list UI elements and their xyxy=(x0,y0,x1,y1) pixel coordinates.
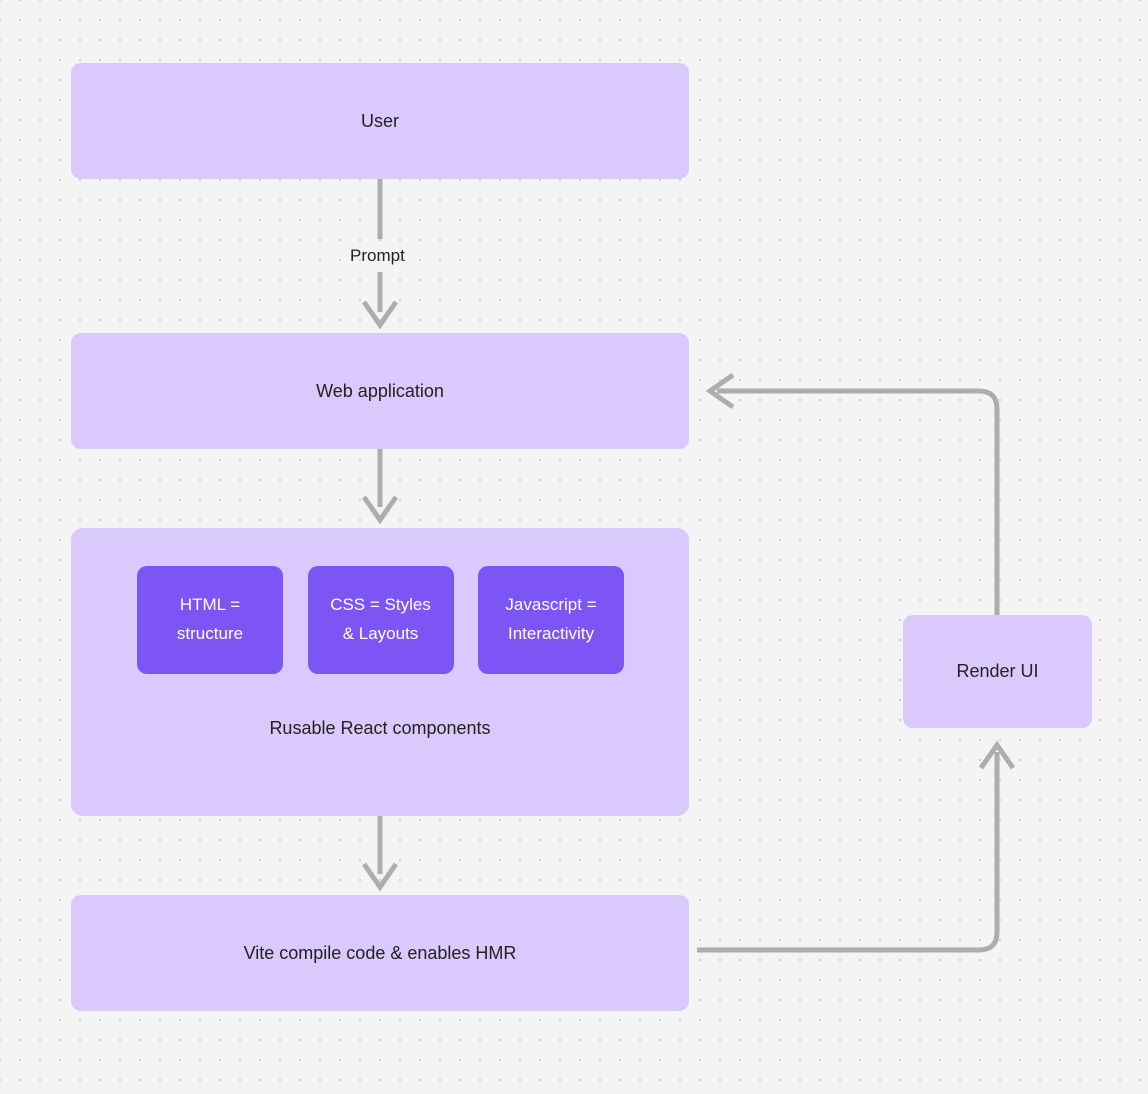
node-reusable-components[interactable]: HTML = structure CSS = Styles & Layouts … xyxy=(71,528,689,816)
edge-render-to-webapp[interactable] xyxy=(705,372,1000,615)
chip-css-line2: & Layouts xyxy=(342,624,419,643)
node-web-application[interactable]: Web application xyxy=(71,333,689,449)
edge-webapp-to-components[interactable] xyxy=(361,449,399,525)
chip-css-label: CSS = Styles & Layouts xyxy=(330,591,431,649)
chip-html-label: HTML = structure xyxy=(177,591,243,649)
edge-vite-to-render[interactable] xyxy=(697,740,1016,953)
edge-label-prompt: Prompt xyxy=(350,246,405,265)
node-web-application-label: Web application xyxy=(316,380,444,401)
chip-javascript[interactable]: Javascript = Interactivity xyxy=(478,566,624,674)
edge-components-to-vite[interactable] xyxy=(361,816,399,892)
node-vite-label: Vite compile code & enables HMR xyxy=(243,942,517,963)
chip-javascript-label: Javascript = Interactivity xyxy=(505,591,596,649)
node-user-label: User xyxy=(360,110,399,131)
chip-css-line1: CSS = Styles xyxy=(330,595,431,615)
node-vite[interactable]: Vite compile code & enables HMR xyxy=(71,895,689,1011)
chip-html-line2: structure xyxy=(176,624,244,643)
chip-javascript-line1: Javascript = xyxy=(505,595,597,615)
chip-html[interactable]: HTML = structure xyxy=(137,566,283,674)
node-render-ui[interactable]: Render UI xyxy=(903,615,1092,728)
chip-row: HTML = structure CSS = Styles & Layouts … xyxy=(137,566,624,674)
node-reusable-components-caption: Rusable React components xyxy=(269,718,491,738)
node-render-ui-label: Render UI xyxy=(956,661,1039,682)
chip-javascript-line2: Interactivity xyxy=(508,624,594,643)
chip-css[interactable]: CSS = Styles & Layouts xyxy=(307,566,454,674)
chip-html-line1: HTML = xyxy=(179,595,241,615)
edge-user-to-webapp[interactable] xyxy=(361,179,399,330)
node-user[interactable]: User xyxy=(71,63,689,179)
